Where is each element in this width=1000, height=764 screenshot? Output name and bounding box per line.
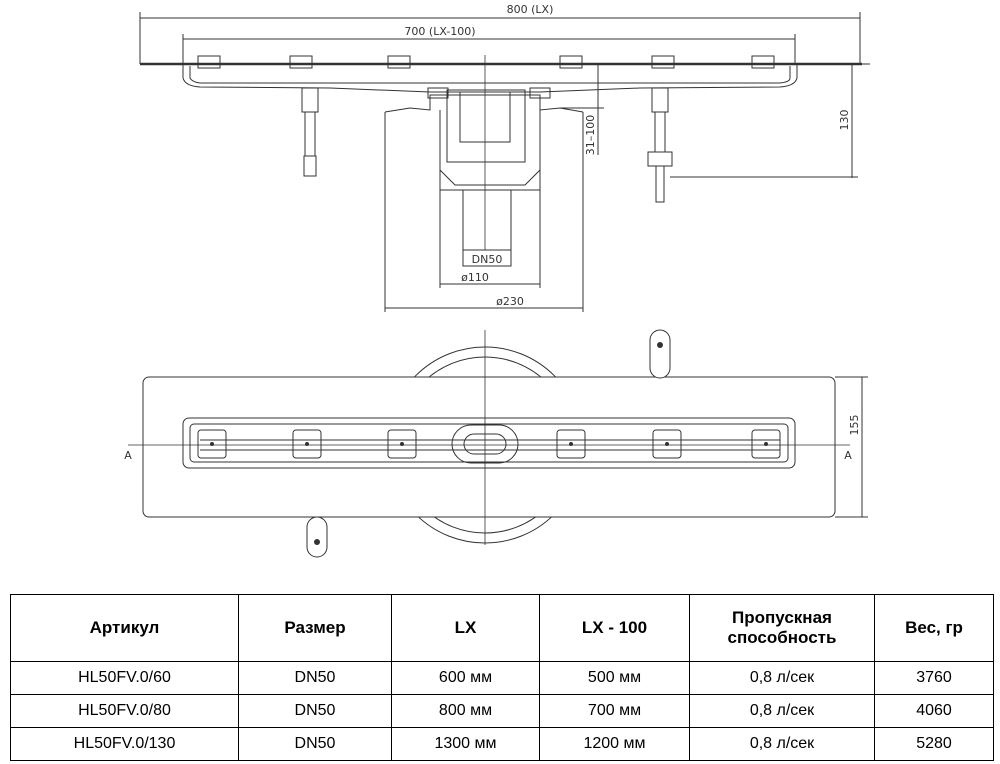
leg-tab-top [649, 329, 671, 379]
table-row: HL50FV.0/80 DN50 800 мм 700 мм 0,8 л/сек… [10, 694, 994, 728]
table-header-row: Артикул Размер LX LX - 100 Пропускная сп… [10, 594, 994, 662]
label-width: 155 [848, 415, 861, 436]
cell-weight: 3760 [874, 661, 994, 695]
leg-tab-bottom [306, 516, 328, 558]
label-lx100: 700 (LX-100) [404, 25, 475, 38]
section-marker-left: A [124, 449, 132, 462]
table-row: HL50FV.0/130 DN50 1300 мм 1200 мм 0,8 л/… [10, 727, 994, 761]
header-lx: LX [391, 594, 540, 662]
cell-capacity: 0,8 л/сек [689, 661, 875, 695]
cell-size: DN50 [238, 694, 392, 728]
cell-size: DN50 [238, 727, 392, 761]
dn-label-box [462, 249, 512, 267]
cell-article: HL50FV.0/60 [10, 661, 239, 695]
section-marker-right: A [844, 449, 852, 462]
label-height-adj: 31–100 [584, 115, 597, 156]
header-capacity: Пропускная способность [689, 594, 875, 662]
cell-article: HL50FV.0/80 [10, 694, 239, 728]
drain-body [384, 87, 584, 251]
technical-drawing: 800 (LX) 700 (LX-100) 31–100 130 DN50 ø1… [124, 3, 870, 558]
cell-capacity: 0,8 л/сек [689, 694, 875, 728]
cell-weight: 5280 [874, 727, 994, 761]
channel-plan [182, 417, 796, 469]
channel-body [182, 64, 798, 93]
header-lx100: LX - 100 [539, 594, 690, 662]
adjustable-leg-right [647, 87, 673, 203]
plan-view [128, 329, 868, 558]
header-weight: Вес, гр [874, 594, 994, 662]
cell-capacity: 0,8 л/сек [689, 727, 875, 761]
cell-lx100: 700 мм [539, 694, 690, 728]
cell-lx: 1300 мм [391, 727, 540, 761]
label-dn: DN50 [472, 253, 503, 266]
table-row: HL50FV.0/60 DN50 600 мм 500 мм 0,8 л/сек… [10, 661, 994, 695]
header-size: Размер [238, 594, 392, 662]
label-height: 130 [838, 110, 851, 131]
cell-size: DN50 [238, 661, 392, 695]
cell-lx100: 500 мм [539, 661, 690, 695]
label-d110: ø110 [461, 271, 489, 284]
side-view [139, 12, 870, 312]
support-pads [197, 429, 781, 459]
cell-article: HL50FV.0/130 [10, 727, 239, 761]
spec-table: Артикул Размер LX LX - 100 Пропускная сп… [10, 594, 994, 761]
cell-lx: 600 мм [391, 661, 540, 695]
header-article: Артикул [10, 594, 239, 662]
cover-plate-plan [142, 376, 836, 518]
cell-lx100: 1200 мм [539, 727, 690, 761]
adjustable-leg-left [301, 87, 319, 177]
cell-lx: 800 мм [391, 694, 540, 728]
label-d230: ø230 [496, 295, 524, 308]
cell-weight: 4060 [874, 694, 994, 728]
mounting-clips [197, 55, 775, 69]
label-lx: 800 (LX) [507, 3, 554, 16]
